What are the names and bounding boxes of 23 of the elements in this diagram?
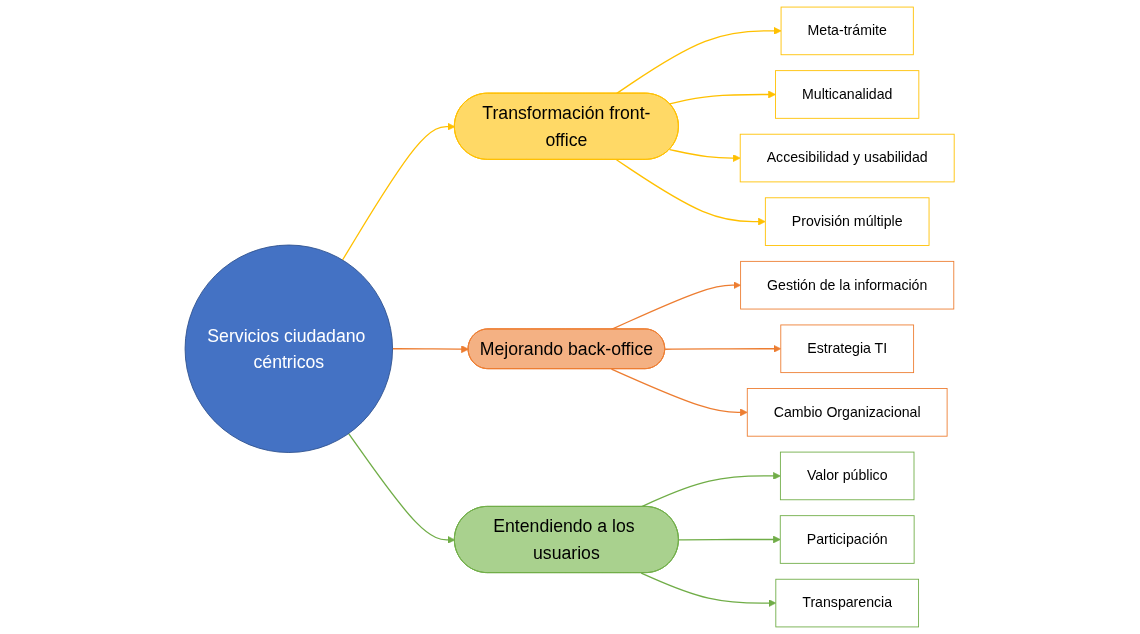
node-box: Estrategia TI [780,324,915,374]
node-box: Multicanalidad [775,70,920,119]
arrow [641,572,777,607]
node-box: Provisión múltiple [765,197,930,246]
arrow [348,432,456,544]
arrow [342,122,456,261]
arrow [664,344,782,353]
node-box: Valor público [780,451,915,501]
arrow [669,148,741,162]
node-box: Meta-trámite [781,6,915,56]
arrow [616,159,767,226]
arrow [616,27,782,95]
node-box: Gestión de la información [740,260,955,310]
node-box: Accesibilidad y usabilidad [740,133,955,183]
arrow [669,90,777,105]
node-box: Participación [780,515,915,564]
arrow [392,345,470,354]
node-box: Cambio Organizacional [747,388,948,437]
node-circle: Servicios ciudadano céntricos [185,244,394,453]
arrow [678,535,781,544]
arrow [641,472,782,508]
node-box: Transparencia [775,578,920,628]
arrow [611,368,748,417]
